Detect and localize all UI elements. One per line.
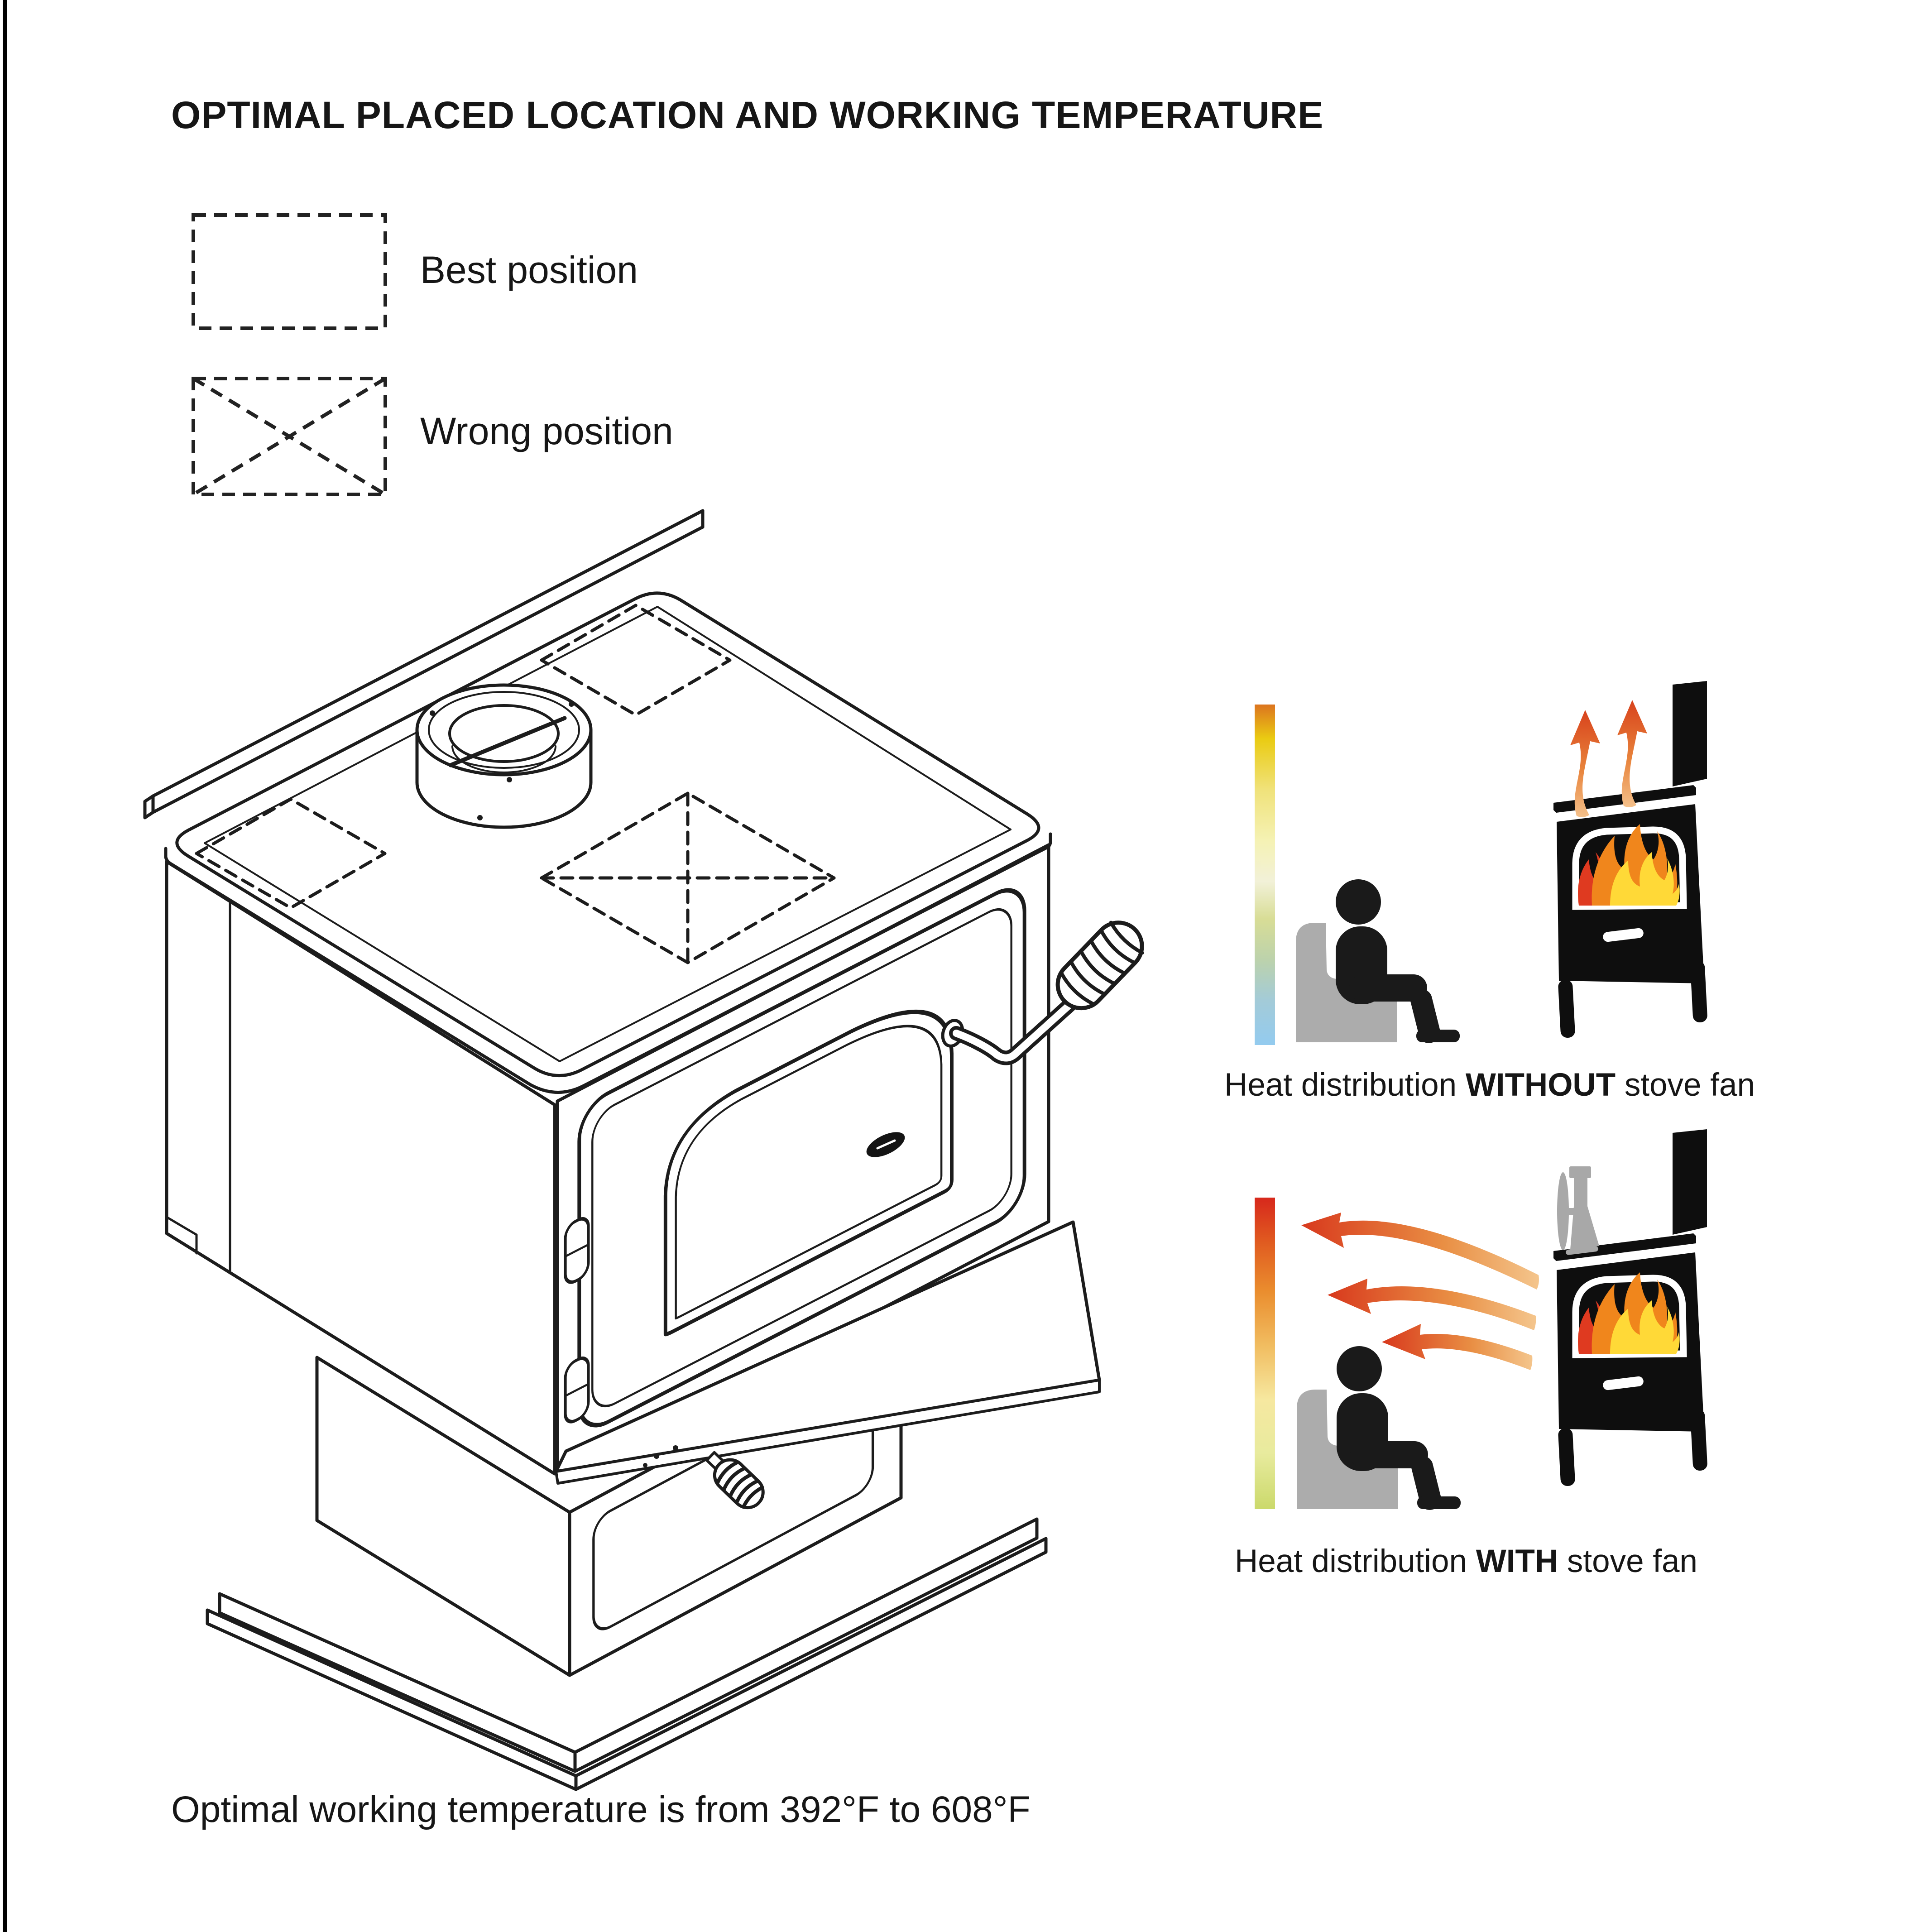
best-position-marker-back: [540, 604, 732, 717]
caption-text: stove fan: [1616, 1067, 1755, 1103]
air-slot: [1603, 928, 1644, 942]
caption-emphasis: WITHOUT: [1465, 1067, 1616, 1103]
page-title: OPTIMAL PLACED LOCATION AND WORKING TEMP…: [171, 94, 1324, 136]
damper-spring-knob-icon: [705, 1451, 765, 1510]
brand-logo-plate: [866, 1132, 905, 1157]
door-handle: [941, 920, 1144, 1065]
working-temperature-note: Optimal working temperature is from 392°…: [171, 1789, 1031, 1830]
blown-heat-arrows-icon: [1301, 1213, 1539, 1370]
legend-markers: [192, 213, 387, 496]
stove-chimney: [1673, 681, 1707, 786]
heat-diagram-without-fan: [1255, 681, 1707, 1045]
legend-label-wrong-position: Wrong position: [420, 410, 673, 452]
stove-line-drawing: [143, 509, 1144, 1791]
door-window: [663, 1009, 954, 1337]
rising-heat-arrows-icon: [1570, 700, 1647, 817]
stove-leg-left: [1558, 980, 1575, 1038]
heat-diagram-with-fan: [1255, 1129, 1708, 1512]
temperature-gradient-bar-without: [1255, 705, 1275, 1045]
pedestal-base: [206, 1517, 1048, 1791]
stove-silhouette-icon: [1553, 681, 1707, 1038]
best-position-marker-left: [195, 797, 387, 910]
caption-text: Heat distribution: [1234, 1544, 1476, 1579]
fire-flames-icon: [1577, 824, 1680, 906]
caption-text: stove fan: [1558, 1544, 1698, 1579]
legend-label-best-position: Best position: [420, 249, 638, 291]
wrong-position-box-icon: [192, 377, 387, 496]
heat-shield-rail: [143, 509, 705, 820]
caption-emphasis: WITH: [1476, 1544, 1558, 1579]
person-in-chair-icon: [1296, 879, 1460, 1043]
stove-door: [564, 888, 1144, 1428]
stove-top-plate: [164, 591, 1052, 1094]
flue-collar: [415, 683, 593, 829]
best-position-box-icon: [192, 213, 387, 330]
page-edge-line: [3, 0, 7, 1932]
fire-window-frame: [1572, 826, 1687, 910]
caption-with-stove-fan: Heat distribution WITH stove fan: [1172, 1543, 1760, 1580]
stove-left-panel: [165, 860, 556, 1476]
stove-fan-icon: [1557, 1166, 1599, 1255]
caption-text: Heat distribution: [1224, 1067, 1466, 1103]
caption-without-stove-fan: Heat distribution WITHOUT stove fan: [1195, 1067, 1784, 1103]
handle-spring-coil-icon: [1055, 920, 1144, 1011]
temperature-gradient-bar-with: [1255, 1198, 1275, 1509]
door-hinges: [564, 1217, 590, 1424]
stove-leg-right: [1690, 961, 1707, 1022]
ash-lip-shelf: [554, 1220, 1101, 1510]
person-icon: [1336, 879, 1460, 1043]
wrong-position-marker: [540, 791, 836, 964]
